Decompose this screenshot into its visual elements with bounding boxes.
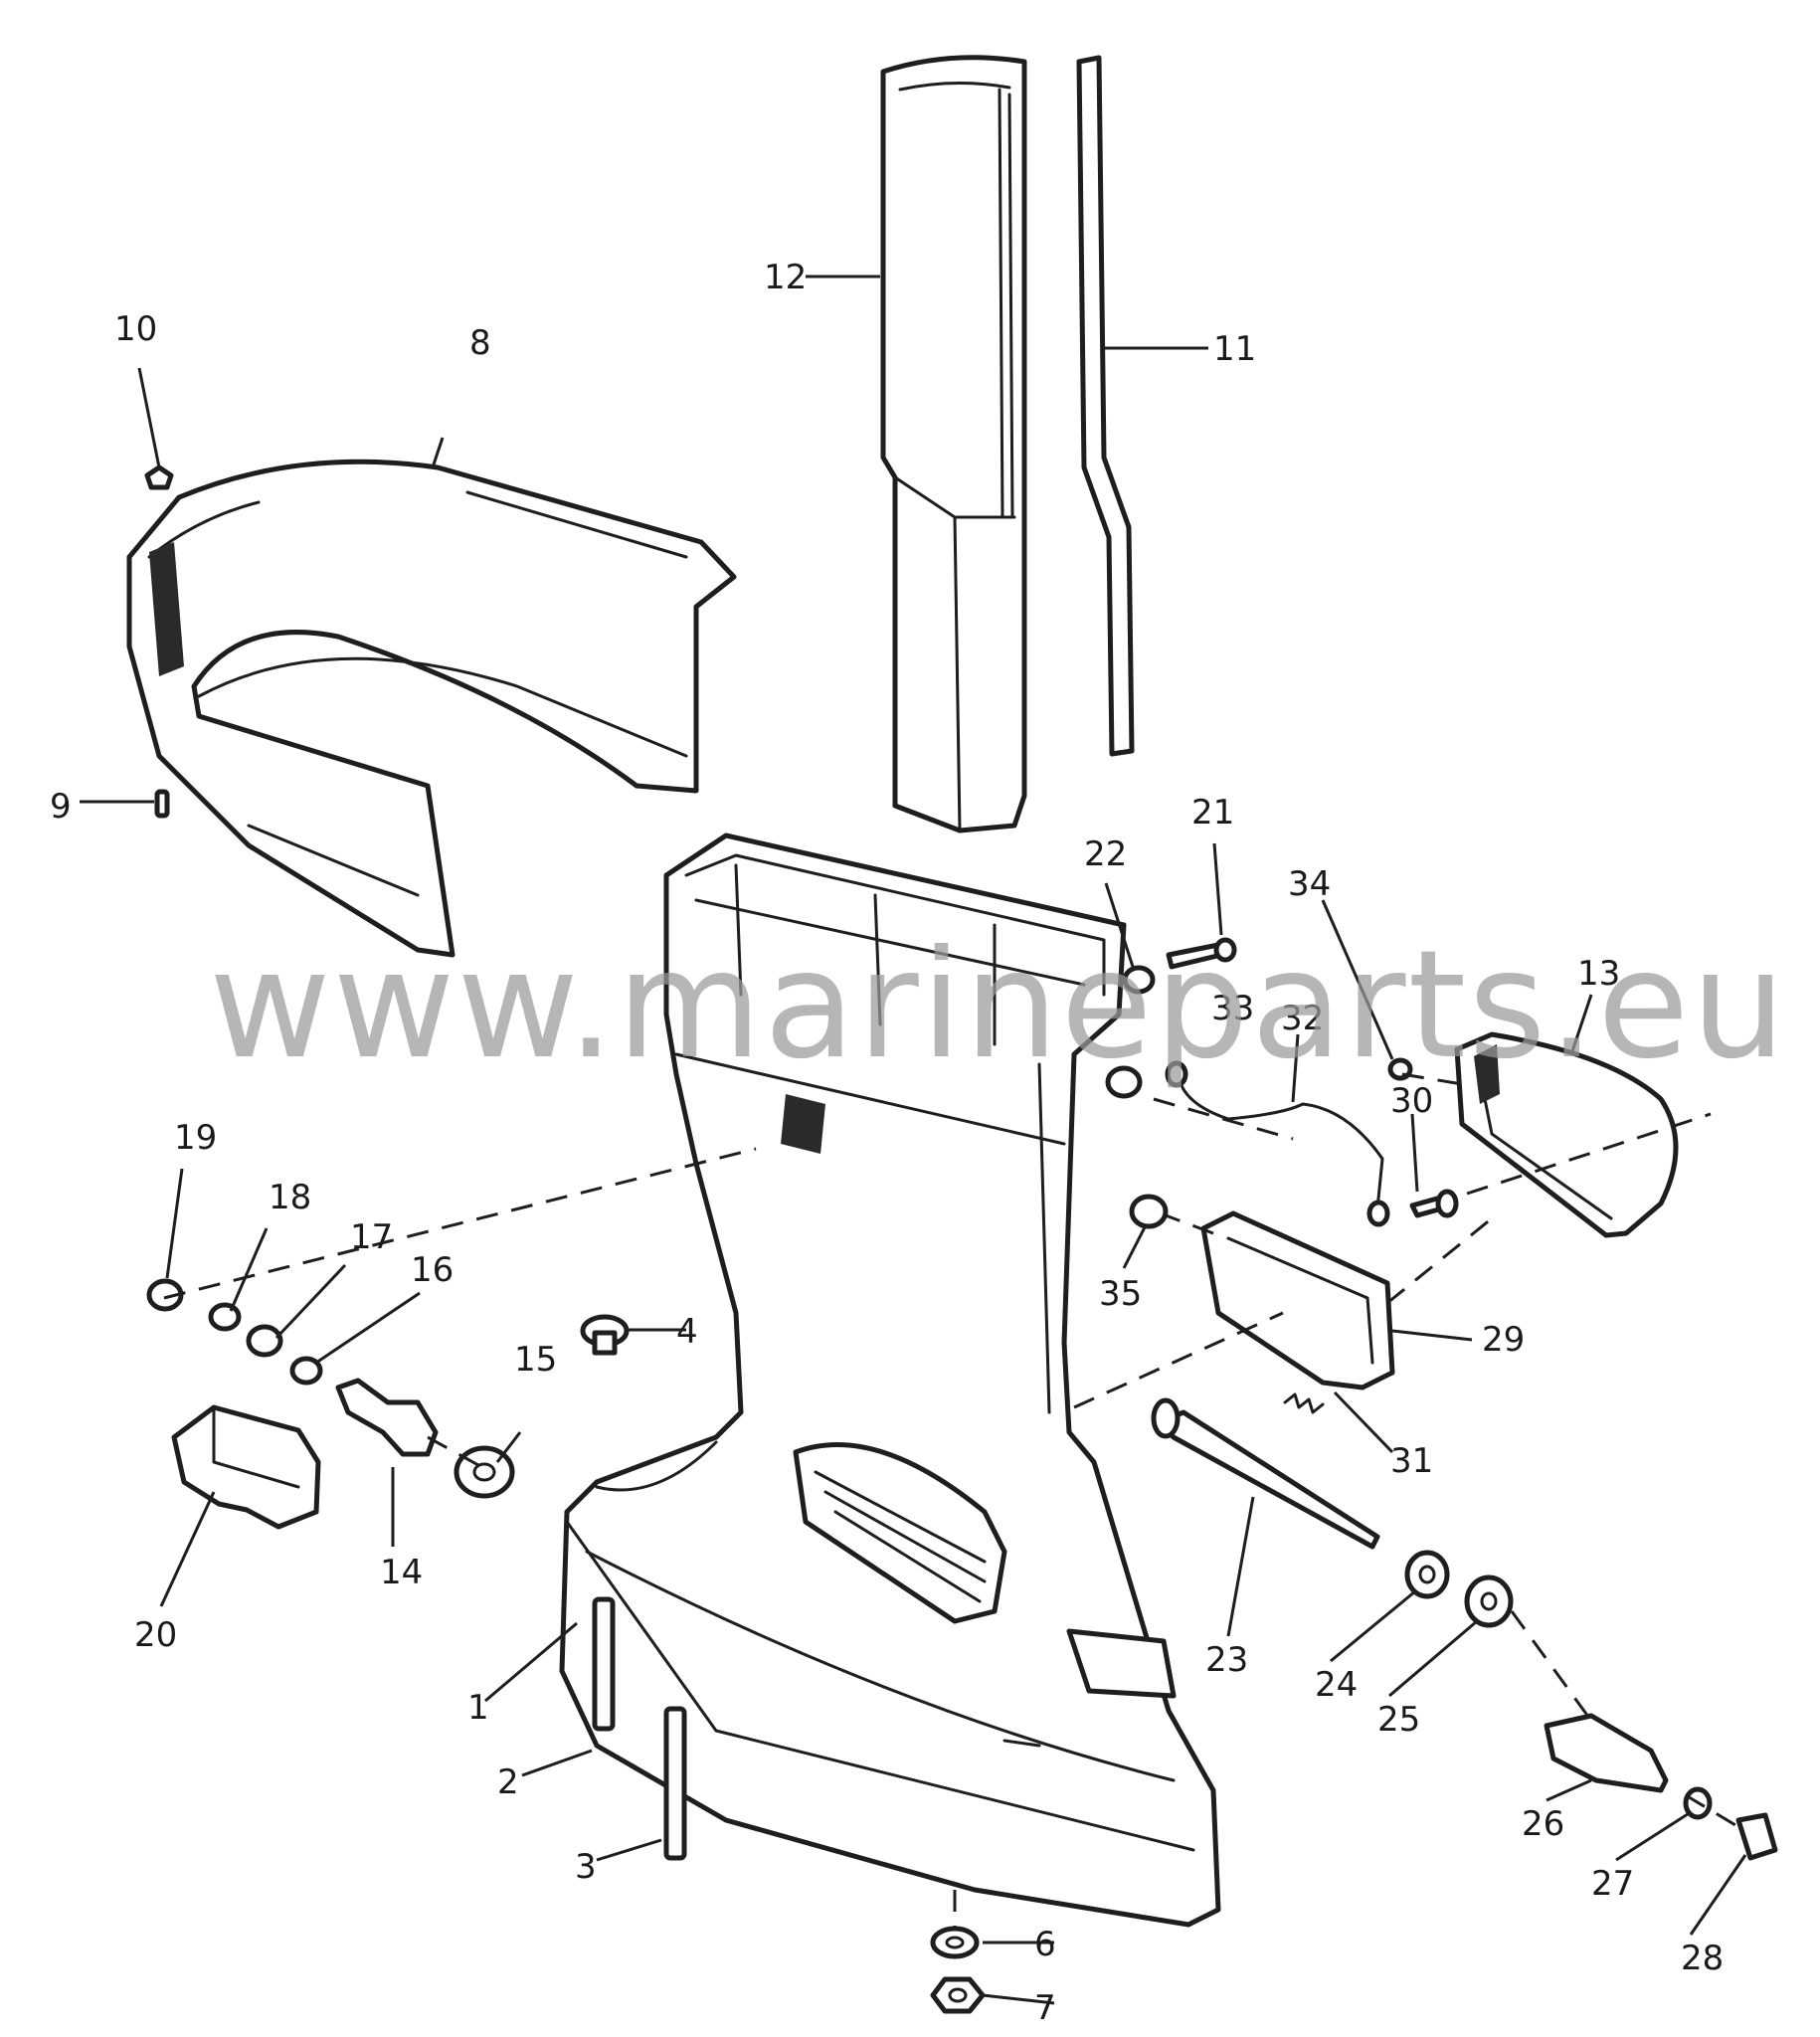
callout-4: 4 <box>676 1312 698 1352</box>
callout-25: 25 <box>1377 1700 1420 1740</box>
callout-3: 3 <box>575 1847 597 1887</box>
part-16-washer <box>289 1356 323 1386</box>
callout-32: 32 <box>1281 999 1324 1038</box>
assembly-lines <box>163 1072 1736 1930</box>
callout-29: 29 <box>1482 1320 1525 1360</box>
part-8-shroud <box>126 459 737 958</box>
callout-6: 6 <box>1034 1925 1056 1964</box>
callout-11: 11 <box>1213 329 1256 369</box>
part-21-bolt <box>1166 937 1237 970</box>
part-30-screw <box>1409 1189 1459 1218</box>
part-2-stud <box>592 1596 616 1732</box>
part-13-nut <box>1105 1065 1143 1099</box>
part-20-connector <box>171 1404 321 1530</box>
part-7-nut <box>930 1976 986 2014</box>
callout-2: 2 <box>497 1762 519 1802</box>
callout-15: 15 <box>514 1340 557 1380</box>
part-4-plug <box>580 1314 630 1356</box>
part-6-washer <box>930 1926 980 1959</box>
part-10-screw <box>144 464 174 490</box>
callout-13: 13 <box>1577 954 1620 994</box>
callout-19: 19 <box>174 1118 217 1158</box>
callout-24: 24 <box>1315 1665 1358 1705</box>
callout-23: 23 <box>1205 1640 1248 1680</box>
part-31-spring <box>1283 1392 1325 1414</box>
callout-20: 20 <box>134 1615 177 1655</box>
part-22-washer <box>1122 965 1156 995</box>
callout-8: 8 <box>469 323 491 363</box>
part-9-screw <box>154 789 170 819</box>
callout-30: 30 <box>1390 1081 1433 1121</box>
part-28-cap <box>1735 1812 1778 1861</box>
callout-12: 12 <box>764 258 807 297</box>
part-35-nut <box>1129 1194 1169 1229</box>
callout-22: 22 <box>1084 834 1127 874</box>
callout-27: 27 <box>1591 1864 1634 1904</box>
callout-31: 31 <box>1390 1441 1433 1481</box>
callout-34: 34 <box>1288 864 1331 904</box>
callout-18: 18 <box>269 1178 311 1217</box>
part-26-fitting <box>1544 1713 1669 1793</box>
part-17-nut <box>246 1324 283 1358</box>
callout-numbers: 1 2 3 4 6 7 8 9 10 11 12 13 14 15 16 17 … <box>50 258 1724 2028</box>
callout-1: 1 <box>467 1688 489 1728</box>
part-25-washer <box>1464 1574 1514 1628</box>
callout-21: 21 <box>1191 793 1234 833</box>
part-14-fitting <box>335 1378 439 1457</box>
callout-9: 9 <box>50 787 72 827</box>
part-12-exhaust-tube <box>880 55 1027 833</box>
callout-33: 33 <box>1211 989 1254 1028</box>
watermark-text: www.marineparts.eu <box>209 919 1788 1092</box>
callout-17: 17 <box>350 1217 393 1257</box>
part-33-anode-plate <box>1454 1031 1679 1238</box>
part-24-washer <box>1404 1550 1450 1599</box>
callout-7: 7 <box>1034 1988 1056 2028</box>
callout-35: 35 <box>1099 1274 1142 1314</box>
part-1-driveshaft-housing <box>559 833 1221 1928</box>
part-11-shift-rod <box>1076 55 1135 757</box>
part-18-washer <box>208 1302 242 1332</box>
part-32-wire <box>1165 1060 1390 1227</box>
part-3-stud <box>663 1706 687 1861</box>
callout-14: 14 <box>380 1553 423 1592</box>
callout-26: 26 <box>1522 1804 1564 1844</box>
callout-10: 10 <box>114 309 157 349</box>
leader-lines <box>80 275 1747 2005</box>
part-29-cover-plate <box>1200 1210 1395 1390</box>
callout-16: 16 <box>411 1250 454 1290</box>
part-23-long-bolt <box>1151 1397 1380 1550</box>
callout-28: 28 <box>1681 1939 1724 1978</box>
